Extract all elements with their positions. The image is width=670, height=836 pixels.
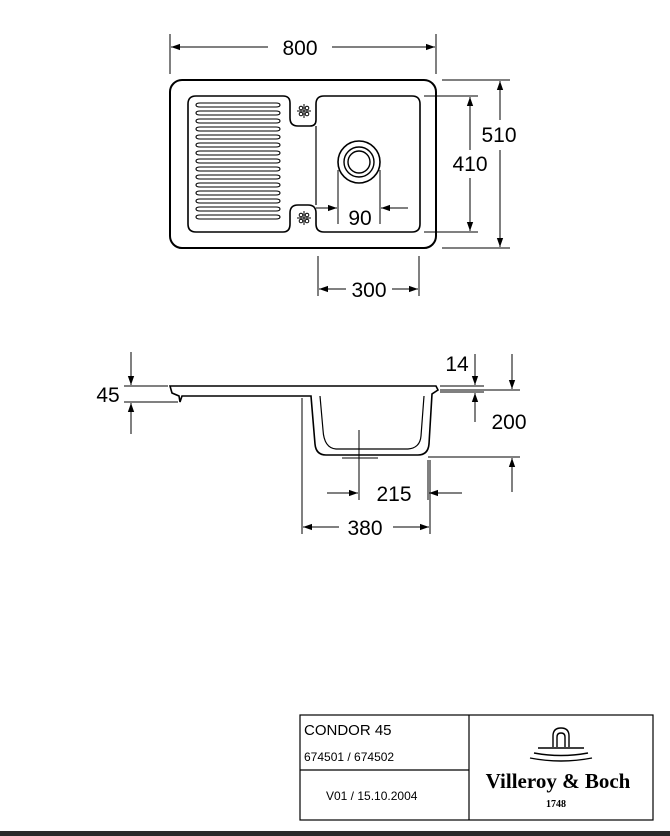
sink-outline xyxy=(169,79,437,249)
drainer-rib xyxy=(195,150,281,156)
dim-overall-depth: 510 xyxy=(481,124,516,147)
section-dimension-lines xyxy=(124,352,520,534)
dim-bowl-height: 200 xyxy=(491,411,526,434)
sink-inner-profile xyxy=(319,395,425,450)
drainer-rib xyxy=(195,110,281,116)
drainer-rib xyxy=(195,118,281,124)
drainer-rib xyxy=(195,190,281,196)
castle-emblem-icon xyxy=(529,727,593,762)
plan-view xyxy=(169,79,437,249)
drainer-rib xyxy=(195,198,281,204)
drainer-rib xyxy=(195,182,281,188)
dim-waste-diameter: 90 xyxy=(348,207,371,230)
article-numbers: 674501 / 674502 xyxy=(304,750,394,764)
dim-overall-width: 800 xyxy=(282,37,317,60)
dim-bowl-depth: 410 xyxy=(452,153,487,176)
fixing-point-top-icon xyxy=(297,104,311,118)
dim-drop: 45 xyxy=(96,384,119,407)
brand-year: 1748 xyxy=(546,799,566,810)
drainer-rib xyxy=(195,126,281,132)
drainer-rib xyxy=(195,102,281,108)
brand-logo: Villeroy & Boch 1748 xyxy=(486,727,631,810)
section-view xyxy=(168,385,440,462)
dim-rim-thickness: 14 xyxy=(445,353,469,376)
sink-section-profile xyxy=(168,385,440,456)
waste-outlet-icon xyxy=(337,140,381,184)
drainer-rib xyxy=(195,174,281,180)
title-block xyxy=(299,714,654,821)
bottom-border xyxy=(0,831,670,836)
dim-bowl-top-width: 380 xyxy=(347,517,382,540)
drainer-ribs xyxy=(195,102,281,220)
drainer-rib xyxy=(195,166,281,172)
dim-bowl-bottom-width: 215 xyxy=(376,483,411,506)
drainer-rib xyxy=(195,134,281,140)
version-date: V01 / 15.10.2004 xyxy=(326,789,418,803)
drainer-area xyxy=(187,95,421,233)
drainer-rib xyxy=(195,158,281,164)
drainer-rib xyxy=(195,206,281,212)
dim-bowl-width: 300 xyxy=(351,279,386,302)
product-name: CONDOR 45 xyxy=(304,722,392,739)
fixing-point-bottom-icon xyxy=(297,211,311,225)
plan-dimension-lines xyxy=(169,34,510,296)
drainer-rib xyxy=(195,214,281,220)
drainer-rib xyxy=(195,142,281,148)
brand-name: Villeroy & Boch xyxy=(486,769,631,793)
